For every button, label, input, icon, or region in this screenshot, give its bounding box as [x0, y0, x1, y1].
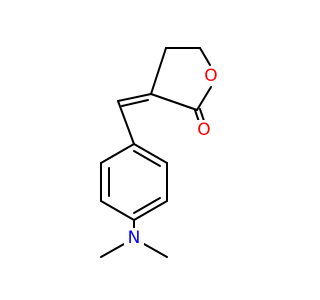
bond-c2-o-carbonyl-b: [199, 108, 205, 122]
carbonyl-oxygen-atom: O: [194, 120, 214, 140]
bond-c5-o-ring: [199, 47, 211, 66]
bond-exocyclic-double-a: [117, 93, 152, 102]
structure-canvas: O O N: [100, 47, 221, 258]
bond-ph-inner-b: [133, 197, 161, 214]
bond-exocyclic-double-b: [121, 99, 149, 107]
bond-ph-c3-c4: [100, 200, 135, 221]
bond-ph-inner-c: [133, 150, 161, 167]
bond-n-methyl-right: [143, 243, 168, 258]
amine-nitrogen-label: N: [128, 228, 141, 248]
bond-vinyl-phenyl: [117, 100, 135, 145]
bond-o-ring-c2: [196, 86, 212, 111]
bond-ph-c6-c1: [133, 143, 168, 164]
bond-c3-c4: [150, 47, 167, 95]
bond-c2-c3: [150, 93, 198, 111]
carbonyl-oxygen-label: O: [197, 120, 210, 140]
ring-oxygen-atom: O: [201, 66, 221, 86]
bond-n-methyl-left: [100, 243, 125, 258]
ring-oxygen-label: O: [204, 66, 217, 86]
bond-ph-c1-c2: [100, 143, 135, 164]
bond-ph-c4-c5: [133, 200, 168, 221]
amine-nitrogen-atom: N: [124, 228, 144, 248]
